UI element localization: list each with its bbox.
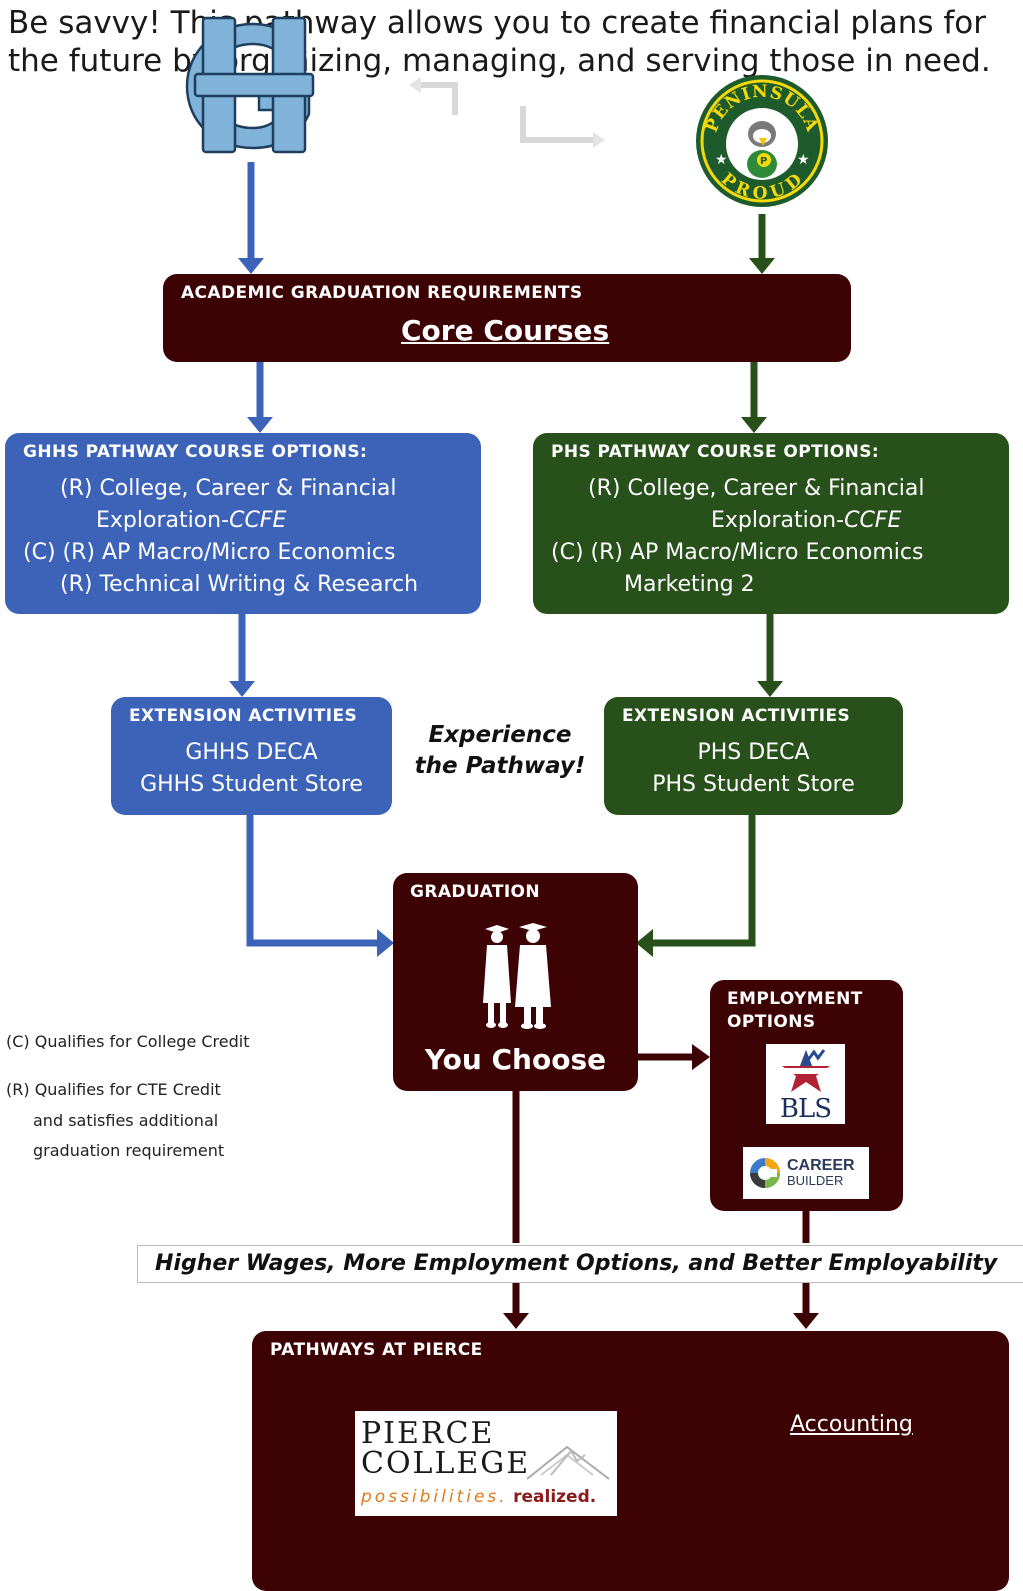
careerbuilder-logo[interactable]: CAREER BUILDER: [743, 1147, 869, 1199]
ghhs-ext-title: EXTENSION ACTIVITIES: [129, 706, 358, 726]
outcomes-banner: Higher Wages, More Employment Options, a…: [137, 1245, 1023, 1283]
graduation-title: GRADUATION: [410, 882, 541, 902]
intro-line-1: Be savvy! This pathway allows you to cre…: [8, 5, 986, 41]
ghhs-course-options-box: GHHS PATHWAY COURSE OPTIONS: (R) College…: [5, 433, 481, 614]
intro-line-2: the future by organizing, managing, and …: [8, 43, 991, 79]
pathways-pierce-box: PATHWAYS AT PIERCE PIERCE COLLEGE possib…: [252, 1331, 1009, 1591]
ghhs-course-title: GHHS PATHWAY COURSE OPTIONS:: [23, 442, 368, 462]
ghhs-logo: [185, 16, 315, 154]
pierce-title: PATHWAYS AT PIERCE: [270, 1340, 483, 1360]
phs-course-ap-econ: (C) (R) AP Macro/Micro Economics: [551, 540, 924, 565]
phs-course-options-box: PHS PATHWAY COURSE OPTIONS: (R) College,…: [533, 433, 1009, 614]
careerbuilder-icon: [750, 1158, 780, 1188]
experience-line-2: the Pathway!: [414, 753, 586, 779]
svg-text:★: ★: [797, 152, 810, 168]
arrow-core-to-phs: [741, 362, 767, 433]
graduation-box: GRADUATION You Choose: [393, 873, 638, 1091]
phs-ext-deca: PHS DECA: [697, 740, 810, 765]
phs-extension-box: EXTENSION ACTIVITIES PHS DECA PHS Studen…: [604, 697, 903, 815]
phs-course-ccfe-2: Exploration-CCFE: [711, 508, 902, 533]
arrow-ghhs-ext-to-graduation: [246, 815, 394, 957]
pierce-mountain-icon: [527, 1445, 610, 1480]
ghhs-ext-store: GHHS Student Store: [140, 772, 363, 797]
arrow-graduation-to-pierce: [503, 1091, 529, 1329]
legend-college-credit: (C) Qualifies for College Credit: [6, 1032, 250, 1051]
phs-ext-store: PHS Student Store: [652, 772, 855, 797]
arrow-phs-to-core: [749, 214, 775, 274]
graduates-icon: [483, 923, 551, 1029]
svg-text:★: ★: [715, 152, 728, 168]
arrow-phs-ext-to-graduation: [636, 815, 756, 957]
core-courses-link[interactable]: Core Courses: [401, 314, 610, 347]
ghhs-course-ap-econ: (C) (R) AP Macro/Micro Economics: [23, 540, 396, 565]
legend-cte-credit: (R) Qualifies for CTE Credit: [6, 1080, 221, 1099]
faint-arrow-left-icon: [409, 77, 458, 115]
bls-logo[interactable]: BLS: [766, 1044, 845, 1124]
core-title: ACADEMIC GRADUATION REQUIREMENTS: [181, 283, 583, 303]
phs-course-ccfe: (R) College, Career & Financial: [588, 476, 925, 501]
legend-cte-credit-2: and satisfies additional: [33, 1111, 219, 1130]
pierce-logo-name: PIERCE COLLEGE: [361, 1416, 531, 1481]
core-courses-box: ACADEMIC GRADUATION REQUIREMENTS Core Co…: [163, 274, 851, 362]
svg-text:P: P: [760, 156, 767, 167]
employment-options-box: EMPLOYMENT OPTIONS BLS CAREER BUILDER: [710, 980, 903, 1211]
ghhs-extension-box: EXTENSION ACTIVITIES GHHS DECA GHHS Stud…: [111, 697, 392, 815]
pierce-logo-tagline: possibilities. realized.: [361, 1487, 597, 1507]
you-choose-label: You Choose: [424, 1043, 607, 1076]
careerbuilder-text: CAREER BUILDER: [787, 1157, 855, 1189]
ghhs-course-tech-writing: (R) Technical Writing & Research: [60, 572, 419, 597]
experience-line-1: Experience: [428, 722, 572, 748]
ghhs-ext-deca: GHHS DECA: [185, 740, 318, 765]
arrow-graduation-to-employment: [638, 1044, 710, 1070]
bls-logo-text: BLS: [779, 1094, 832, 1124]
pierce-college-logo[interactable]: PIERCE COLLEGE possibilities. realized.: [355, 1411, 617, 1516]
arrow-ghhs-courses-to-ext: [229, 614, 255, 697]
ghhs-course-ccfe: (R) College, Career & Financial: [60, 476, 397, 501]
phs-course-marketing: Marketing 2: [624, 572, 755, 597]
arrow-phs-courses-to-ext: [757, 614, 783, 697]
phs-ext-title: EXTENSION ACTIVITIES: [622, 706, 851, 726]
ghhs-course-ccfe-2: Exploration-CCFE: [96, 508, 287, 533]
arrow-core-to-ghhs: [247, 362, 273, 433]
employment-title: EMPLOYMENT OPTIONS: [727, 989, 863, 1032]
accounting-link[interactable]: Accounting: [790, 1412, 913, 1437]
experience-pathway-text: Experience the Pathway!: [405, 720, 595, 782]
peninsula-logo: PENINSULA PROUD ★ ★ P: [696, 75, 828, 207]
phs-course-title: PHS PATHWAY COURSE OPTIONS:: [551, 442, 880, 462]
legend-cte-credit-3: graduation requirement: [33, 1141, 225, 1160]
arrow-ghhs-to-core: [238, 162, 264, 274]
outcomes-banner-text: Higher Wages, More Employment Options, a…: [155, 1251, 998, 1276]
intro-text: Be savvy! This pathway allows you to cre…: [8, 4, 1023, 80]
faint-arrow-right-icon: [520, 106, 605, 148]
arrow-employment-to-pierce: [793, 1211, 819, 1329]
bls-star-icon: [782, 1049, 830, 1092]
